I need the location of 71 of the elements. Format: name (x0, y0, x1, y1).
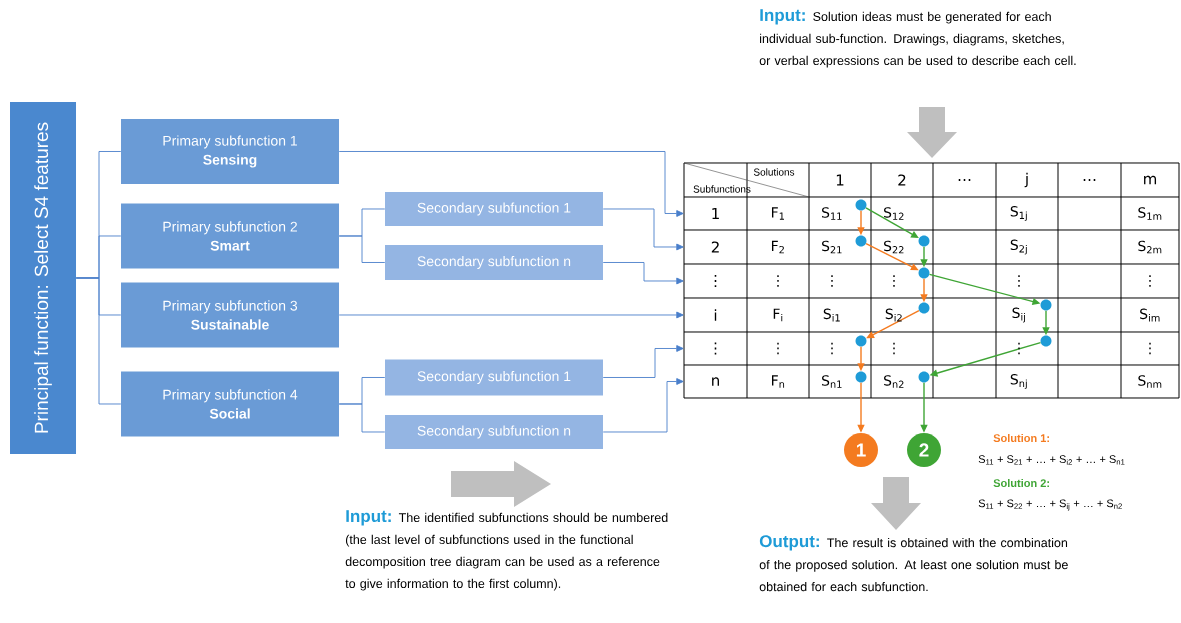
secondary-subfunction-box: Secondary subfunction n (385, 415, 603, 449)
table-text: ⋮ (893, 275, 895, 287)
column-header: 2 (898, 174, 906, 186)
secondary-subfunction-box: Secondary subfunction 1 (385, 359, 603, 396)
table-text: S$_{21}$ (822, 240, 842, 254)
table-text: ⋮ (893, 342, 895, 355)
table-text: ⋮ (1018, 275, 1020, 287)
table-text: S$_{1j}$ (1010, 206, 1027, 221)
connector (338, 235, 386, 263)
table-text: S$_{nj}$ (1010, 374, 1027, 389)
solution-heading: Solution 1: (993, 433, 1049, 443)
primary-subfunction-box: Primary subfunction 2 Smart (121, 203, 339, 269)
connector (866, 309, 920, 339)
secondary-subfunction-box: Secondary subfunction n (385, 245, 603, 280)
solution-heading: Solution 2: (993, 478, 1049, 488)
row-number: 1 (712, 208, 719, 219)
primary-subfunction-box: Primary subfunction 1 Sensing (121, 119, 339, 184)
table-text: S$_{n1}$ (822, 375, 842, 388)
table-text: S$_{12}$ (884, 207, 904, 220)
connector (338, 311, 684, 319)
connector (602, 262, 684, 285)
connector (338, 151, 684, 217)
row-number: ⋮ (714, 274, 717, 288)
connector (602, 208, 684, 251)
column-header: j (1024, 172, 1028, 188)
table-text: ⋮ (831, 342, 833, 355)
table-text: ⋮ (777, 342, 779, 355)
note-text: Input: The identified subfunctions should be numbered (the last level of subfunctions used in the functional decomposition tree diagram can be used as a reference to give information to the first column). (345, 510, 668, 591)
table-text: F$_{1}$ (772, 207, 784, 220)
solution-formula: S$_{11}$ + S$_{22}$ + … + S$_{ij}$ + … + S$_{n2}$ (978, 499, 1122, 511)
row-number: i (714, 309, 717, 321)
table-text: S$_{i1}$ (823, 308, 840, 322)
connector (602, 345, 684, 378)
note-text: Output: The result is obtained with the combination of the proposed solution. At least one solution must be obtained for each subfunction. (759, 535, 1068, 592)
table-text: S$_{2m}$ (1138, 240, 1162, 254)
table-text: S$_{im}$ (1140, 308, 1160, 322)
table-text: S$_{11}$ (822, 207, 842, 220)
table-text: ⋮ (831, 275, 833, 287)
connector (602, 378, 684, 433)
table-text: ⋮ (1149, 275, 1151, 287)
note-text: Input: Solution ideas must be generated for each individual sub-function. Drawings, diagrams, sketches, or verbal expressions can be used to describe each cell. (759, 9, 1076, 68)
solution-formula: S$_{11}$ + S$_{21}$ + … + S$_{i2}$ + … + S$_{n1}$ (978, 455, 1125, 465)
principal-function-box: Principal function: Select S4 features (10, 102, 76, 454)
header-text: Subfunctions (693, 185, 751, 193)
table-text: ⋮ (1149, 342, 1151, 355)
secondary-subfunction-box: Secondary subfunction 1 (385, 192, 603, 226)
table-text: S$_{1m}$ (1138, 207, 1162, 220)
column-header: … (958, 179, 971, 181)
table-text: F$_{n}$ (772, 375, 785, 388)
row-number: ⋮ (714, 342, 717, 355)
connector (338, 403, 386, 433)
primary-subfunction-box: Primary subfunction 3 Sustainable (121, 282, 339, 348)
table-text: ⋮ (777, 275, 779, 287)
connector (865, 242, 919, 271)
column-header: … (1083, 179, 1096, 181)
table-text: S$_{22}$ (884, 240, 904, 254)
column-header: m (1144, 175, 1157, 185)
row-number: 2 (711, 241, 719, 253)
row-number: n (712, 377, 719, 386)
table-text: ⋮ (1018, 342, 1020, 355)
column-header: 1 (836, 174, 844, 186)
table-text: S$_{i2}$ (885, 308, 902, 322)
header-text: Solutions (753, 168, 795, 176)
table-text: S$_{ij}$ (1012, 307, 1025, 323)
table-text: F$_{i}$ (773, 308, 783, 322)
table-text: S$_{nm}$ (1138, 375, 1162, 388)
connector (75, 277, 122, 405)
table-text: S$_{n2}$ (884, 375, 904, 388)
table-text: S$_{2j}$ (1010, 239, 1027, 255)
table-text: F$_{2}$ (772, 240, 784, 254)
primary-subfunction-box: Primary subfunction 4 Social (121, 371, 339, 437)
